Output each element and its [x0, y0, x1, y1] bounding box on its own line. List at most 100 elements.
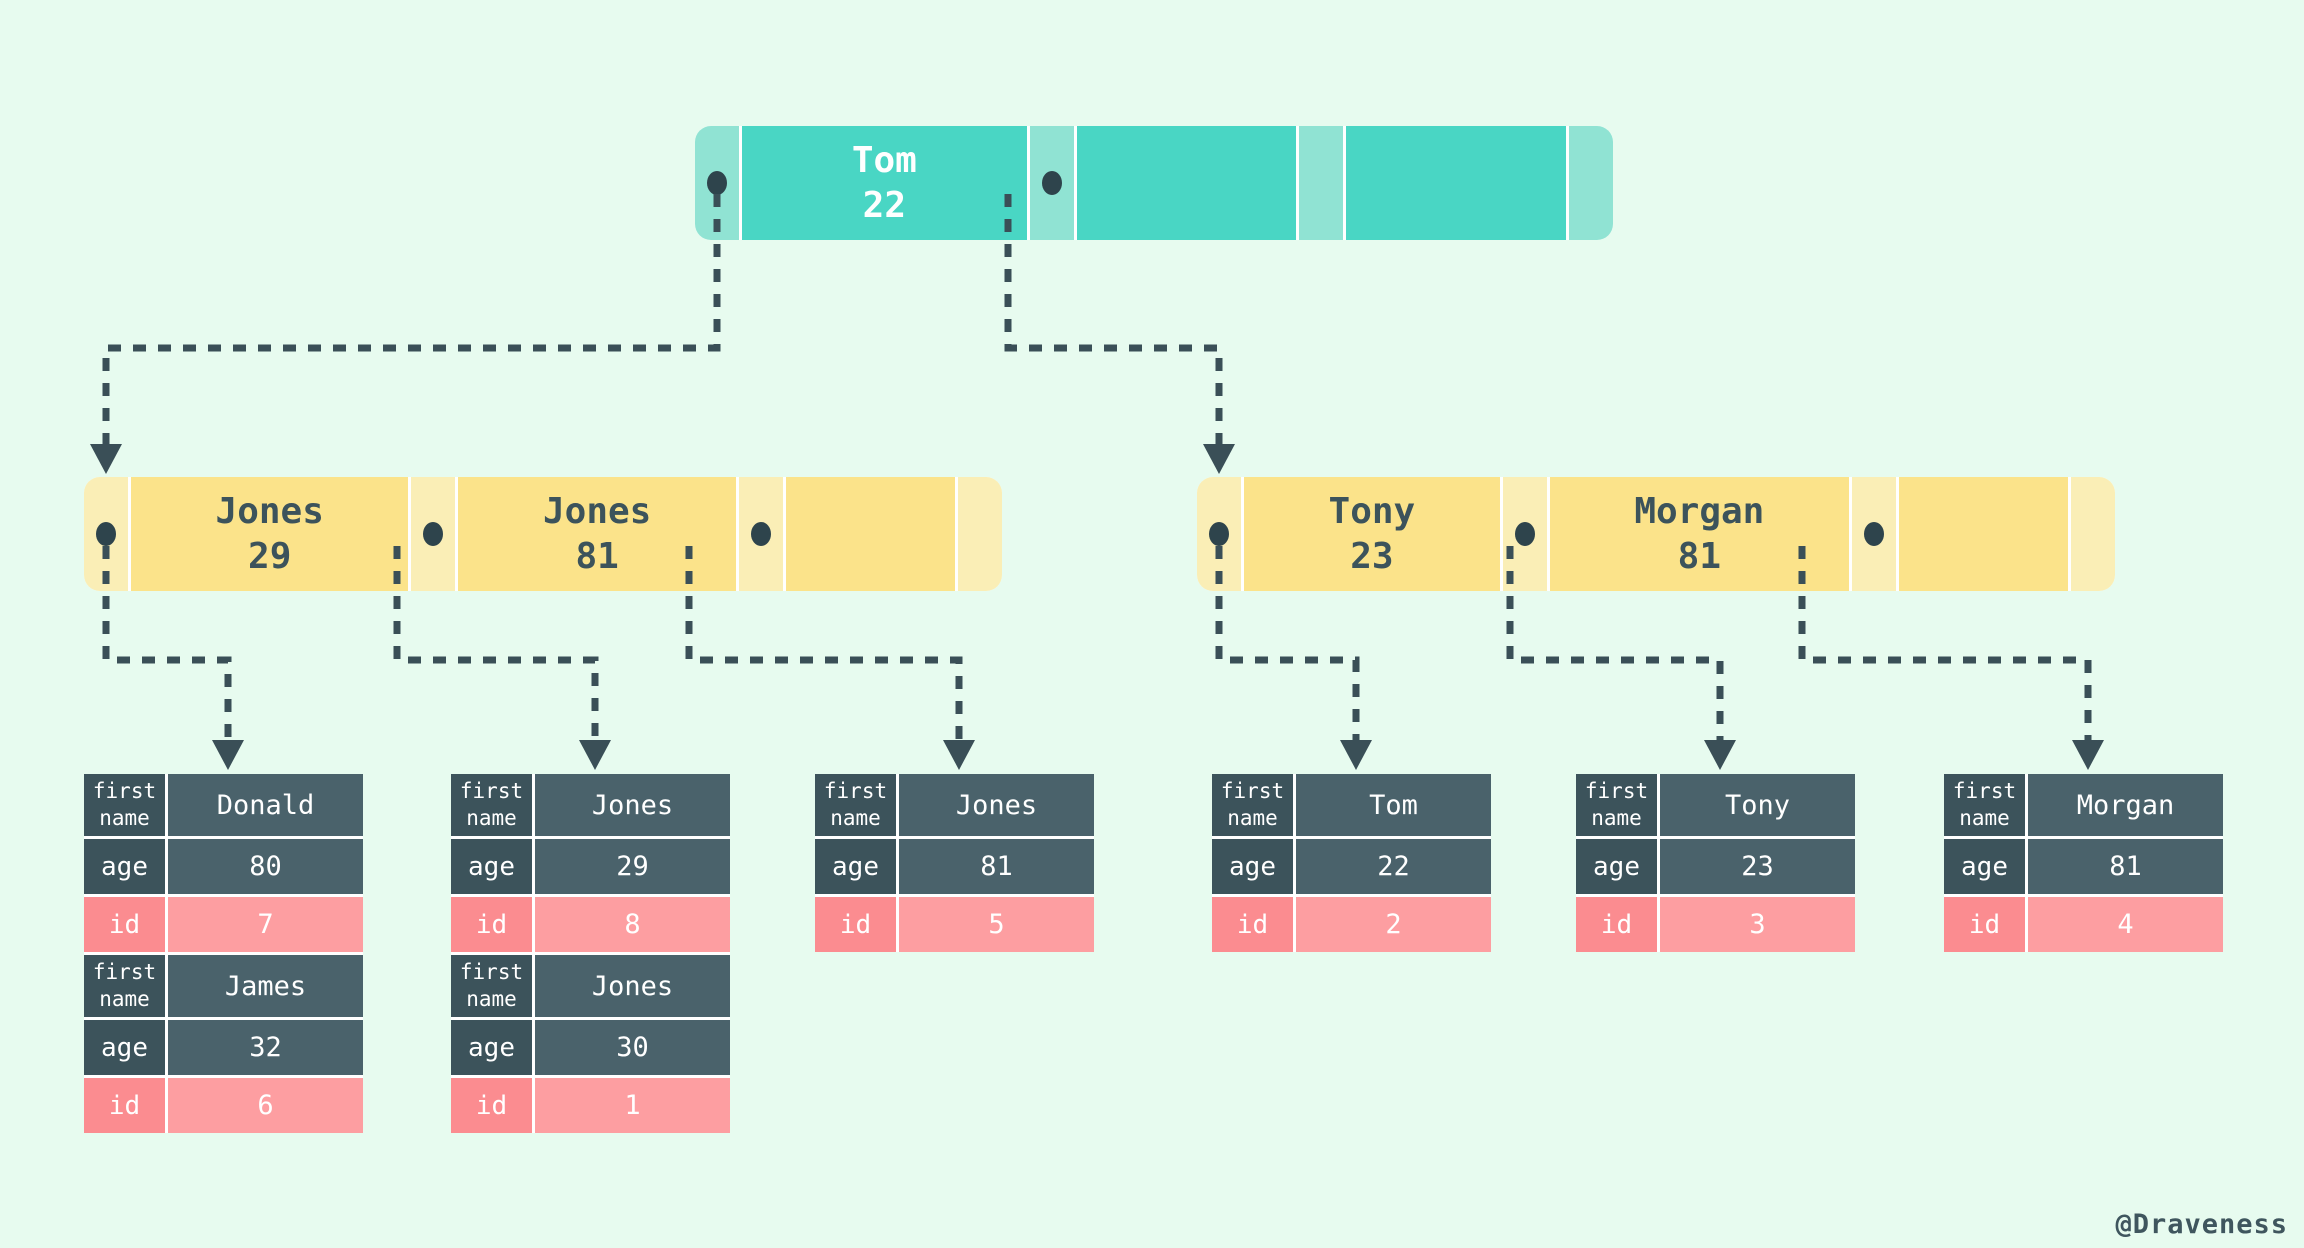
field-value: 1 [535, 1078, 730, 1133]
table-row: id 7 [84, 897, 363, 952]
pointer-dot [1514, 522, 1535, 546]
field-label: id [815, 897, 896, 952]
field-label: first name [1212, 774, 1293, 836]
field-label: id [1576, 897, 1657, 952]
pointer-cell [695, 126, 739, 240]
pointer-dot [707, 171, 727, 195]
table-row: age 32 [84, 1020, 363, 1075]
pointer-cell [1029, 126, 1074, 240]
table-row: age 81 [815, 839, 1094, 894]
arrowhead-table6 [2072, 740, 2104, 770]
pointer-cell [1299, 126, 1344, 240]
pointer-dot [1863, 522, 1884, 546]
key-cell: Jones 81 [458, 477, 736, 591]
field-label: age [451, 1020, 532, 1075]
key-cell [1346, 126, 1566, 240]
pointer-cell [1197, 477, 1241, 591]
key-cell [785, 477, 955, 591]
table-row: first name Tony [1576, 774, 1855, 836]
field-label: id [1212, 897, 1293, 952]
key-age: 81 [575, 535, 619, 577]
key-name: Morgan [1634, 490, 1765, 532]
field-label: age [1944, 839, 2025, 894]
field-label: first name [451, 774, 532, 836]
field-label: age [84, 1020, 165, 1075]
field-label: age [451, 839, 532, 894]
connector-root-to-left [102, 194, 721, 446]
field-label: age [815, 839, 896, 894]
field-value: 5 [899, 897, 1094, 952]
btree-root-node: Tom 22 [695, 126, 1613, 240]
pointer-cell [1569, 126, 1613, 240]
table-row: first name James [84, 955, 363, 1017]
table-row: id 5 [815, 897, 1094, 952]
key-name: Tony [1328, 490, 1416, 532]
field-value: 23 [1660, 839, 1855, 894]
table-row: first name Jones [451, 955, 730, 1017]
field-label: id [1944, 897, 2025, 952]
key-cell: Jones 29 [131, 477, 409, 591]
table-row: first name Jones [451, 774, 730, 836]
record-table-1: first name Donald age 80 id 7 first name… [84, 774, 363, 1133]
table-row: id 3 [1576, 897, 1855, 952]
pointer-cell [2070, 477, 2115, 591]
field-value: 7 [168, 897, 363, 952]
key-cell [1898, 477, 2068, 591]
pointer-dot [750, 522, 771, 546]
pointer-dot [1041, 171, 1062, 195]
key-age: 22 [862, 184, 907, 226]
table-row: id 6 [84, 1078, 363, 1133]
btree-left-node: Jones 29 Jones 81 [84, 477, 1002, 591]
table-row: id 4 [1944, 897, 2223, 952]
field-value: 32 [168, 1020, 363, 1075]
field-label: age [1576, 839, 1657, 894]
table-row: first name Morgan [1944, 774, 2223, 836]
key-cell: Tony 23 [1244, 477, 1500, 591]
field-value: Tom [1296, 774, 1491, 836]
table-row: age 23 [1576, 839, 1855, 894]
field-value: 81 [899, 839, 1094, 894]
record-table-5: first name Tony age 23 id 3 [1576, 774, 1855, 952]
field-value: 6 [168, 1078, 363, 1133]
pointer-cell [411, 477, 456, 591]
table-row: age 81 [1944, 839, 2223, 894]
arrowhead-table4 [1340, 740, 1372, 770]
field-value: 22 [1296, 839, 1491, 894]
field-value: Tony [1660, 774, 1855, 836]
field-value: Jones [535, 774, 730, 836]
arrowhead-left-node [90, 444, 122, 474]
key-cell: Tom 22 [742, 126, 1027, 240]
table-row: age 22 [1212, 839, 1491, 894]
table-row: first name Tom [1212, 774, 1491, 836]
table-row: id 2 [1212, 897, 1491, 952]
field-label: first name [84, 955, 165, 1017]
pointer-cell [957, 477, 1002, 591]
key-name: Tom [851, 139, 917, 181]
record-table-3: first name Jones age 81 id 5 [815, 774, 1094, 952]
key-name: Jones [542, 490, 652, 532]
pointer-dot [96, 522, 116, 546]
field-value: Morgan [2028, 774, 2223, 836]
field-label: id [451, 897, 532, 952]
field-label: first name [815, 774, 896, 836]
table-row: first name Jones [815, 774, 1094, 836]
field-label: first name [1576, 774, 1657, 836]
field-value: 4 [2028, 897, 2223, 952]
btree-right-node: Tony 23 Morgan 81 [1197, 477, 2115, 591]
arrowhead-table3 [943, 740, 975, 770]
table-row: age 30 [451, 1020, 730, 1075]
field-label: first name [84, 774, 165, 836]
arrowhead-right-node [1203, 444, 1235, 474]
field-value: Donald [168, 774, 363, 836]
record-table-2: first name Jones age 29 id 8 first name … [451, 774, 730, 1133]
table-row: id 1 [451, 1078, 730, 1133]
key-name: Jones [215, 490, 324, 532]
table-row: first name Donald [84, 774, 363, 836]
field-label: age [1212, 839, 1293, 894]
pointer-dot [423, 522, 444, 546]
pointer-dot [1209, 522, 1229, 546]
pointer-cell [738, 477, 783, 591]
key-cell [1076, 126, 1297, 240]
arrowhead-table2 [579, 740, 611, 770]
field-value: 2 [1296, 897, 1491, 952]
